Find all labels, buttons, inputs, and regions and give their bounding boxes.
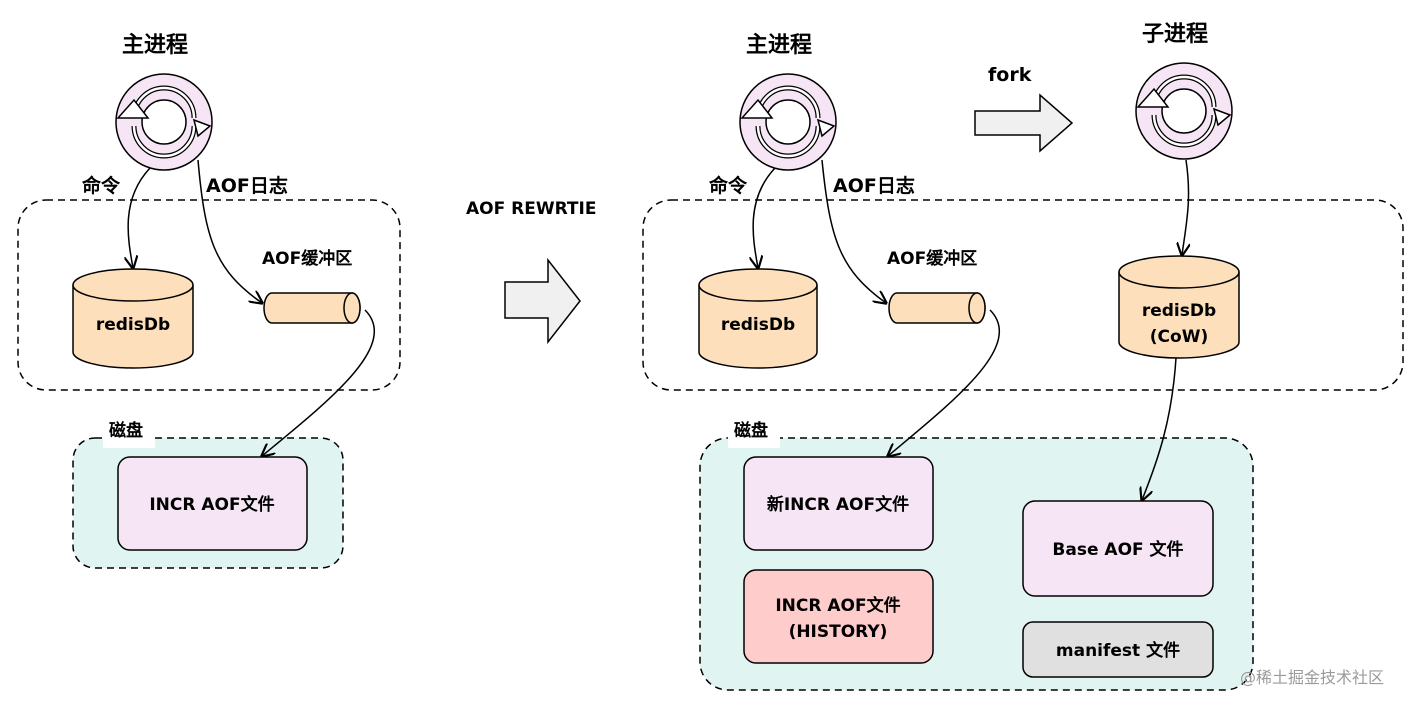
child-to-db-arrow xyxy=(1182,159,1189,255)
left-buffer-icon xyxy=(263,292,361,324)
right-main-process-label: 主进程 xyxy=(746,33,812,58)
left-memory-region xyxy=(17,199,401,391)
left-aof-log-label: AOF日志 xyxy=(206,174,288,197)
left-incr-aof-file xyxy=(117,456,308,551)
transition-label: AOF REWRTIE xyxy=(466,199,596,219)
new-incr-aof-file-label: 新INCR AOF文件 xyxy=(767,494,909,515)
left-aof-log-arrow xyxy=(197,159,262,303)
right-aof-log-arrow xyxy=(821,159,886,303)
right-aof-log-label: AOF日志 xyxy=(833,174,915,197)
right-command-arrow xyxy=(753,167,776,268)
child-redisdb-label: redisDb xyxy=(1142,301,1216,321)
history-incr-aof-file-sub-label: (HISTORY) xyxy=(789,622,888,642)
left-redisdb-label: redisDb xyxy=(96,315,170,335)
fork-label: fork xyxy=(988,64,1032,86)
child-redisdb-cylinder-icon xyxy=(1118,255,1240,359)
history-incr-aof-file-label: INCR AOF文件 xyxy=(775,595,900,616)
transition: AOF REWRTIE xyxy=(466,199,596,345)
right-buffer-icon xyxy=(888,292,986,324)
child-db-to-base-arrow xyxy=(1142,357,1177,500)
right-disk-label: 磁盘 xyxy=(734,420,768,441)
right-buffer-to-file-arrow xyxy=(888,309,1001,456)
right-redisdb-label: redisDb xyxy=(721,315,795,335)
right-buffer-label: AOF缓冲区 xyxy=(887,248,977,269)
right-panel: 磁盘 主进程 fork 子进程 命令 AOF日志 xyxy=(642,22,1404,691)
new-incr-aof-file xyxy=(743,456,934,551)
left-command-label: 命令 xyxy=(82,174,121,197)
fork-arrow-icon xyxy=(974,93,1074,153)
left-redisdb-cylinder-icon xyxy=(72,268,194,369)
left-panel: 磁盘 主进程 命令 AOF日志 redisDb AOF缓冲区 xyxy=(17,33,401,569)
child-process-icon xyxy=(1135,62,1233,160)
left-command-arrow xyxy=(128,167,151,268)
child-process-label: 子进程 xyxy=(1142,22,1208,47)
right-main-process-icon xyxy=(739,73,837,171)
manifest-file-label: manifest 文件 xyxy=(1056,640,1180,661)
transition-arrow-icon xyxy=(504,257,581,345)
history-incr-aof-file xyxy=(743,569,934,664)
child-redisdb-cow-label: (CoW) xyxy=(1150,327,1208,347)
base-aof-file-label: Base AOF 文件 xyxy=(1052,539,1183,560)
left-disk-label-bg xyxy=(103,418,155,448)
left-buffer-label: AOF缓冲区 xyxy=(262,248,352,269)
left-disk-label: 磁盘 xyxy=(109,420,143,441)
watermark: @稀土掘金技术社区 xyxy=(1240,668,1384,687)
base-aof-file xyxy=(1022,500,1214,597)
right-memory-region xyxy=(642,199,1404,391)
right-redisdb-cylinder-icon xyxy=(698,268,818,369)
left-main-process-label: 主进程 xyxy=(122,33,188,58)
right-command-label: 命令 xyxy=(709,174,748,197)
right-disk-label-bg xyxy=(728,418,780,448)
manifest-file xyxy=(1022,621,1214,678)
left-incr-aof-file-label: INCR AOF文件 xyxy=(149,494,274,515)
left-buffer-to-file-arrow xyxy=(262,309,376,456)
left-main-process-icon xyxy=(115,73,213,171)
